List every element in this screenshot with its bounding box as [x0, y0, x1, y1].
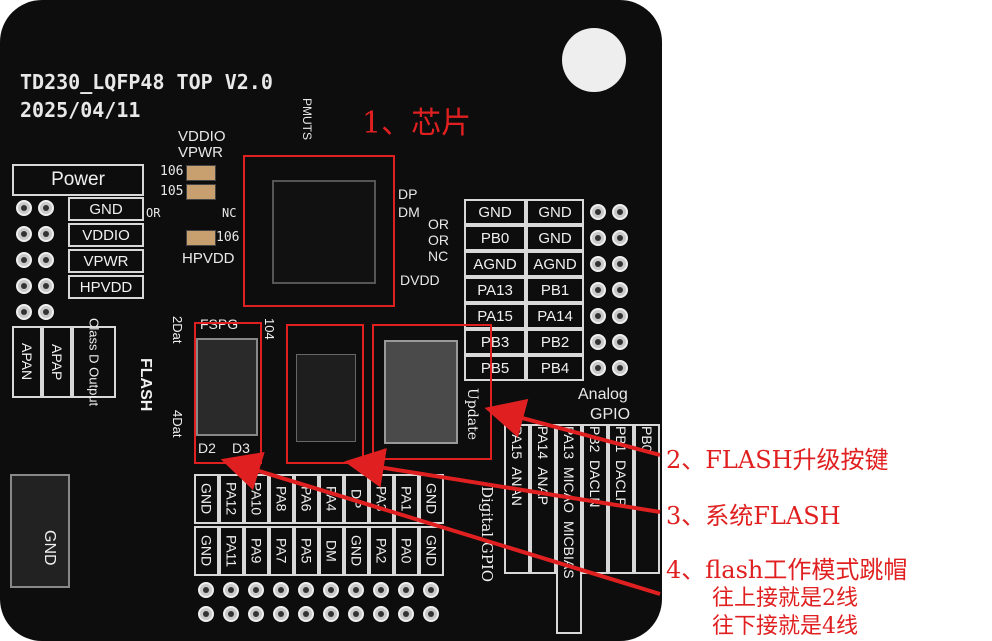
bottom-pad-rows [198, 582, 448, 628]
gpio-label: GPIO [590, 406, 631, 423]
or2-label: OR [428, 216, 449, 232]
mounting-hole [562, 28, 626, 92]
board-model-label: TD230_LQFP48 TOP V2.0 [20, 70, 273, 94]
right-grid-r5c1: PB2 [526, 329, 584, 355]
d2-label: D2 [198, 440, 216, 456]
annotation-flash-button: 2、FLASH升级按键 [666, 446, 889, 474]
flash-chip [296, 354, 356, 442]
right-grid-r4c0: PA15 [464, 303, 526, 329]
right-grid-r6c0: PB5 [464, 355, 526, 381]
bottom-bottom-cell: PA9 [244, 526, 269, 576]
bottom-bottom-cell: PA7 [269, 526, 294, 576]
right-grid-r2c1: AGND [526, 251, 584, 277]
gnd-header [10, 474, 70, 588]
dot4-label: 4Dat [170, 410, 185, 438]
power-row-hpvdd: HPVDD [68, 275, 144, 299]
right-grid-r4c1: PA14 [526, 303, 584, 329]
annotation-chip: 1、芯片 [362, 106, 472, 141]
vddio-label: VDDIO [178, 128, 226, 145]
annotation-jumper-line1: 4、flash工作模式跳帽 [666, 556, 908, 584]
resistor-105 [186, 184, 216, 200]
bottom-bottom-cell: GND [419, 526, 444, 576]
button-highlight-box [372, 324, 492, 460]
bottom-bottom-cell: PA2 [369, 526, 394, 576]
arrow-jumper [220, 451, 661, 596]
annotation-jumper-line2: 往上接就是2线 [712, 586, 858, 611]
power-row-vpwr: VPWR [68, 249, 144, 273]
dot2-label: 2Dat [170, 316, 185, 344]
bottom-top-cell: PA8 [269, 474, 294, 524]
bottom-top-cell: GND [194, 474, 219, 524]
right-grid-r6c1: PB4 [526, 355, 584, 381]
fspg-label: FSPG [200, 316, 239, 332]
right-grid-r3c0: PA13 [464, 277, 526, 303]
nc2-label: NC [428, 248, 449, 264]
bottom-bottom-cell: PA5 [294, 526, 319, 576]
right-grid-r3c1: PB1 [526, 277, 584, 303]
res-label-106-top: 106 [160, 164, 184, 179]
power-row-vddio: VDDIO [68, 223, 144, 247]
bottom-bottom-cell: PA11 [219, 526, 244, 576]
dvdd-label: DVDD [400, 272, 440, 288]
output-cell-apan: APAN [12, 326, 42, 398]
bottom-top-cell: PA1 [394, 474, 419, 524]
jumper-block [196, 338, 258, 436]
right-pad-column [590, 204, 636, 384]
resistor-106-lower [186, 230, 216, 246]
annotation-jumper-line3: 往下接就是4线 [712, 614, 858, 639]
output-cell-classd: Class D Output [72, 318, 116, 406]
right-grid-r1c0: PB0 [464, 225, 526, 251]
bottom-bottom-cell: DM [319, 526, 344, 576]
pcb-board: TD230_LQFP48 TOP V2.0 2025/04/11 Power G… [0, 0, 662, 641]
resistor-106 [186, 165, 216, 181]
hpvdd-label: HPVDD [182, 250, 235, 267]
gnd-corner-label: GND [41, 530, 58, 566]
arrow-system-flash [344, 448, 661, 514]
res-label-105: 105 [160, 184, 184, 199]
or-label: OR [146, 206, 161, 220]
dm-label: DM [398, 204, 420, 220]
bottom-bottom-cell: GND [194, 526, 219, 576]
digital-gpio-label: Digital GPIO [478, 486, 496, 583]
arrow-flash-button [484, 398, 661, 457]
right-grid-r5c0: PB3 [464, 329, 526, 355]
bottom-top-cell: PA6 [294, 474, 319, 524]
update-button[interactable] [384, 340, 458, 444]
flash-highlight-box [286, 324, 364, 464]
bottom-bottom-cell: PA0 [394, 526, 419, 576]
annotation-system-flash: 3、系统FLASH [666, 502, 841, 530]
res-label-106-lower: 106 [216, 230, 240, 245]
main-chip [272, 180, 376, 284]
update-label: Update [464, 388, 480, 440]
output-cell-apap: APAP [42, 326, 72, 398]
analog-col-5: PB0 [634, 424, 660, 574]
vpwr-label: VPWR [178, 144, 223, 161]
right-grid-r0c0: GND [464, 199, 526, 225]
right-grid-r2c0: AGND [464, 251, 526, 277]
right-grid-r1c1: GND [526, 225, 584, 251]
board-date-label: 2025/04/11 [20, 98, 141, 122]
cap-label: 104 [262, 318, 277, 340]
chip-highlight-box [243, 155, 395, 307]
bottom-bottom-cell: GND [344, 526, 369, 576]
power-header: Power [12, 164, 144, 196]
analog-label: Analog [578, 386, 628, 403]
or3-label: OR [428, 232, 449, 248]
power-pad-column [16, 200, 62, 330]
power-row-gnd: GND [68, 197, 144, 221]
flash-side-label: FLASH [137, 358, 154, 412]
pmuts-label: PMUTS [300, 98, 314, 140]
right-grid-r0c1: GND [526, 199, 584, 225]
nc-label: NC [222, 206, 237, 220]
dp-label: DP [398, 186, 418, 202]
